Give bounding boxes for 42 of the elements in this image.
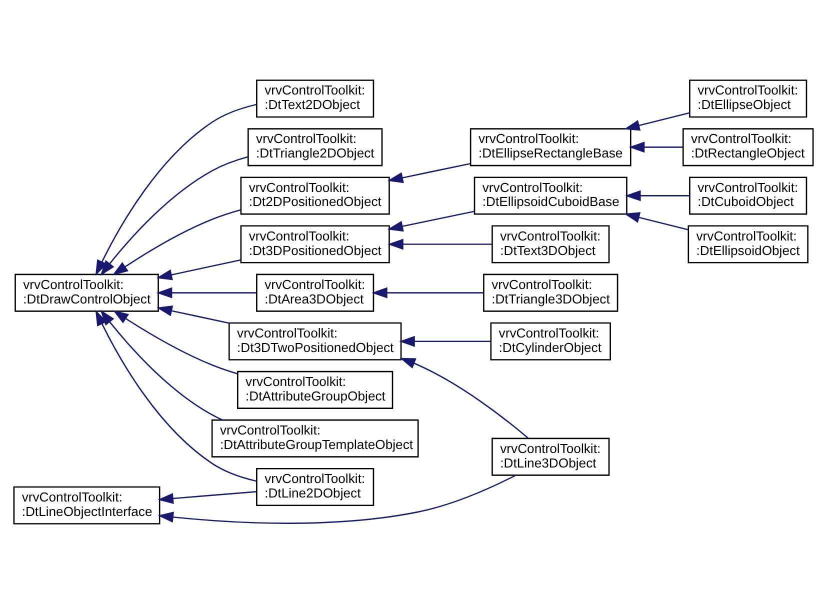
node-box: vrvControlToolkit: :DtText2DObject (256, 79, 374, 118)
node-box: vrvControlToolkit: :DtEllipseObject (689, 79, 808, 118)
arrow (372, 286, 484, 298)
arrow (156, 258, 241, 280)
node-box: vrvControlToolkit: :DtDrawControlObject (14, 273, 159, 312)
arrow (95, 103, 257, 276)
node-box: vrvControlToolkit: :DtArea3DObject (256, 273, 374, 312)
node-box: vrvControlToolkit: :DtAttributeGroupTemplateObject (211, 418, 419, 457)
node-box: vrvControlToolkit: :DtTriangle3DObject (483, 273, 618, 312)
arrow (156, 304, 230, 324)
arrow (158, 490, 256, 504)
arrow (112, 310, 238, 374)
node-box: vrvControlToolkit: :DtLine2DObject (256, 467, 374, 506)
arrow (95, 309, 257, 482)
node-box: vrvControlToolkit: :DtEllipsoidCuboidBase (474, 176, 628, 214)
arrow (100, 156, 248, 276)
node-box: vrvControlToolkit: :DtEllipsoidObject (688, 224, 808, 263)
node-box: vrvControlToolkit: :Dt3DTwoPositionedObject (228, 322, 402, 360)
node-box: vrvControlToolkit: :DtCuboidObject (689, 176, 808, 214)
arrow (387, 162, 471, 183)
arrow (628, 141, 683, 152)
node-box: vrvControlToolkit: :Dt3DPositionedObject (240, 224, 390, 263)
arrow (156, 286, 256, 298)
arrow (112, 208, 241, 275)
node-box: vrvControlToolkit: :DtRectangleObject (682, 128, 814, 166)
node-box: vrvControlToolkit: :DtTriangle2DObject (248, 128, 383, 166)
arrow (388, 238, 492, 250)
arrow (624, 112, 690, 130)
node-box: vrvControlToolkit: :DtLineObjectInterface (13, 486, 160, 524)
node-box: vrvControlToolkit: :DtLine3DObject (492, 437, 610, 476)
arrow (399, 335, 491, 346)
arrow (400, 357, 529, 438)
node-box: vrvControlToolkit: :DtEllipseRectangleBase (470, 128, 632, 166)
arrow (625, 190, 690, 201)
node-box: vrvControlToolkit: :Dt2DPositionedObject (240, 176, 390, 214)
node-box: vrvControlToolkit: :DtCylinderObject (490, 322, 611, 360)
arrow (100, 309, 223, 420)
arrow (158, 474, 516, 524)
arrow (387, 210, 474, 232)
arrow (624, 212, 688, 230)
node-box: vrvControlToolkit: :DtText3DObject (492, 224, 610, 263)
node-box: vrvControlToolkit: :DtAttributeGroupObject (237, 370, 394, 408)
